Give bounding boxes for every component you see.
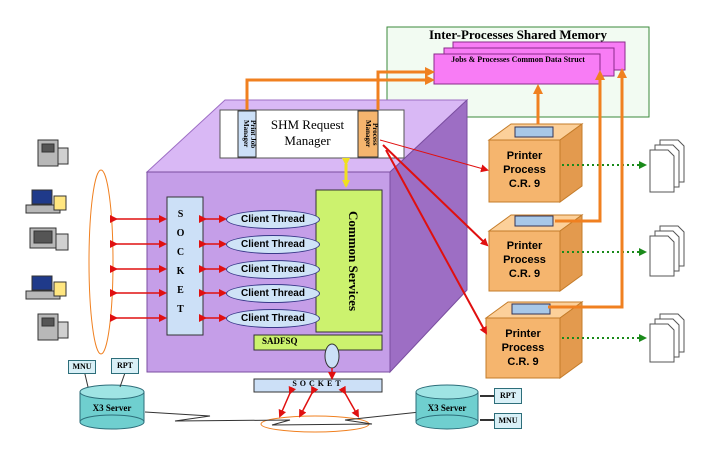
struct-label: Jobs & Processes Common Data Struct (451, 55, 585, 64)
process-to-printer2 (382, 144, 489, 247)
printer-process-3-label: Printer Process C.R. 9 (486, 328, 560, 369)
sadfsq-label: SADFSQ (262, 336, 298, 346)
shared-memory-title: Inter-Processes Shared Memory (428, 27, 608, 42)
right-rpt-tag: RPT (494, 388, 522, 404)
workstation-1 (37, 139, 69, 167)
workstation-4 (25, 275, 67, 300)
process-manager-label: Process Manager (364, 120, 379, 148)
printer3-to-shm (548, 68, 627, 309)
printer-box-2 (487, 214, 584, 292)
printer-2-line1: Printer (506, 240, 543, 252)
client-thread-1: Client Thread (226, 210, 320, 229)
network-zigzag (144, 411, 421, 426)
printer-process-2-label: Printer Process C.R. 9 (489, 240, 560, 281)
printer-1-line1: Printer (506, 150, 543, 162)
struct-stack-front (433, 53, 601, 85)
paper-stack-3 (649, 313, 685, 363)
client-links (110, 215, 167, 322)
print-job-manager-box (237, 110, 257, 158)
socket-vertical-label: SOCKET (175, 209, 186, 323)
workstation-3 (29, 227, 69, 251)
printer-2-line3: C.R. 9 (508, 267, 541, 280)
client-thread-5: Client Thread (226, 309, 320, 328)
printer-3-line2: Process (501, 341, 545, 354)
printer-box-1 (487, 123, 584, 203)
printer-3-line1: Printer (505, 328, 541, 340)
thread-links (199, 215, 227, 322)
printer-process-1-label: Printer Process C.R. 9 (489, 150, 560, 191)
x3-server-left-label: X3 Server (92, 403, 132, 413)
shm-request-label-1: SHM Request (270, 117, 345, 132)
process-manager-to-shm (376, 67, 435, 110)
printer-1-line3: C.R. 9 (508, 177, 541, 190)
client-thread-3: Client Thread (226, 260, 320, 279)
print-job-manager-to-shm (245, 75, 435, 110)
process-manager-box (357, 110, 379, 158)
client-thread-4: Client Thread (226, 284, 320, 303)
process-to-printer1 (379, 139, 489, 173)
server-links (278, 368, 359, 418)
x3-server-right-cylinder (415, 384, 479, 430)
paper-stack-1 (649, 139, 685, 193)
common-services-label: Common Services (346, 210, 361, 311)
client-network-ellipse (88, 169, 114, 355)
queue-ellipse (324, 343, 340, 369)
shm-request-label-2: Manager (284, 133, 331, 148)
x3-server-left-cylinder (79, 384, 145, 430)
printer-1-line2: Process (503, 163, 546, 176)
printer-2-line2: Process (503, 253, 546, 266)
left-mnu-tag: MNU (68, 360, 96, 374)
workstation-5 (37, 313, 69, 341)
left-rpt-tag: RPT (111, 358, 139, 374)
paper-stack-2 (649, 225, 685, 277)
common-services-box (315, 189, 383, 333)
x3-server-right-label: X3 Server (427, 403, 467, 413)
socket-vertical-box (166, 196, 204, 336)
workstation-2 (25, 189, 67, 214)
print-job-manager-label: Print Job Manager (242, 119, 257, 149)
process-to-printer3 (385, 149, 487, 335)
client-thread-2: Client Thread (226, 235, 320, 254)
printer2-to-shm (555, 70, 605, 223)
sadfsq-bar (253, 334, 383, 351)
printer-3-line3: C.R. 9 (507, 355, 539, 368)
socket-bottom-label: SOCKET (292, 379, 344, 388)
right-mnu-tag: MNU (494, 413, 522, 429)
